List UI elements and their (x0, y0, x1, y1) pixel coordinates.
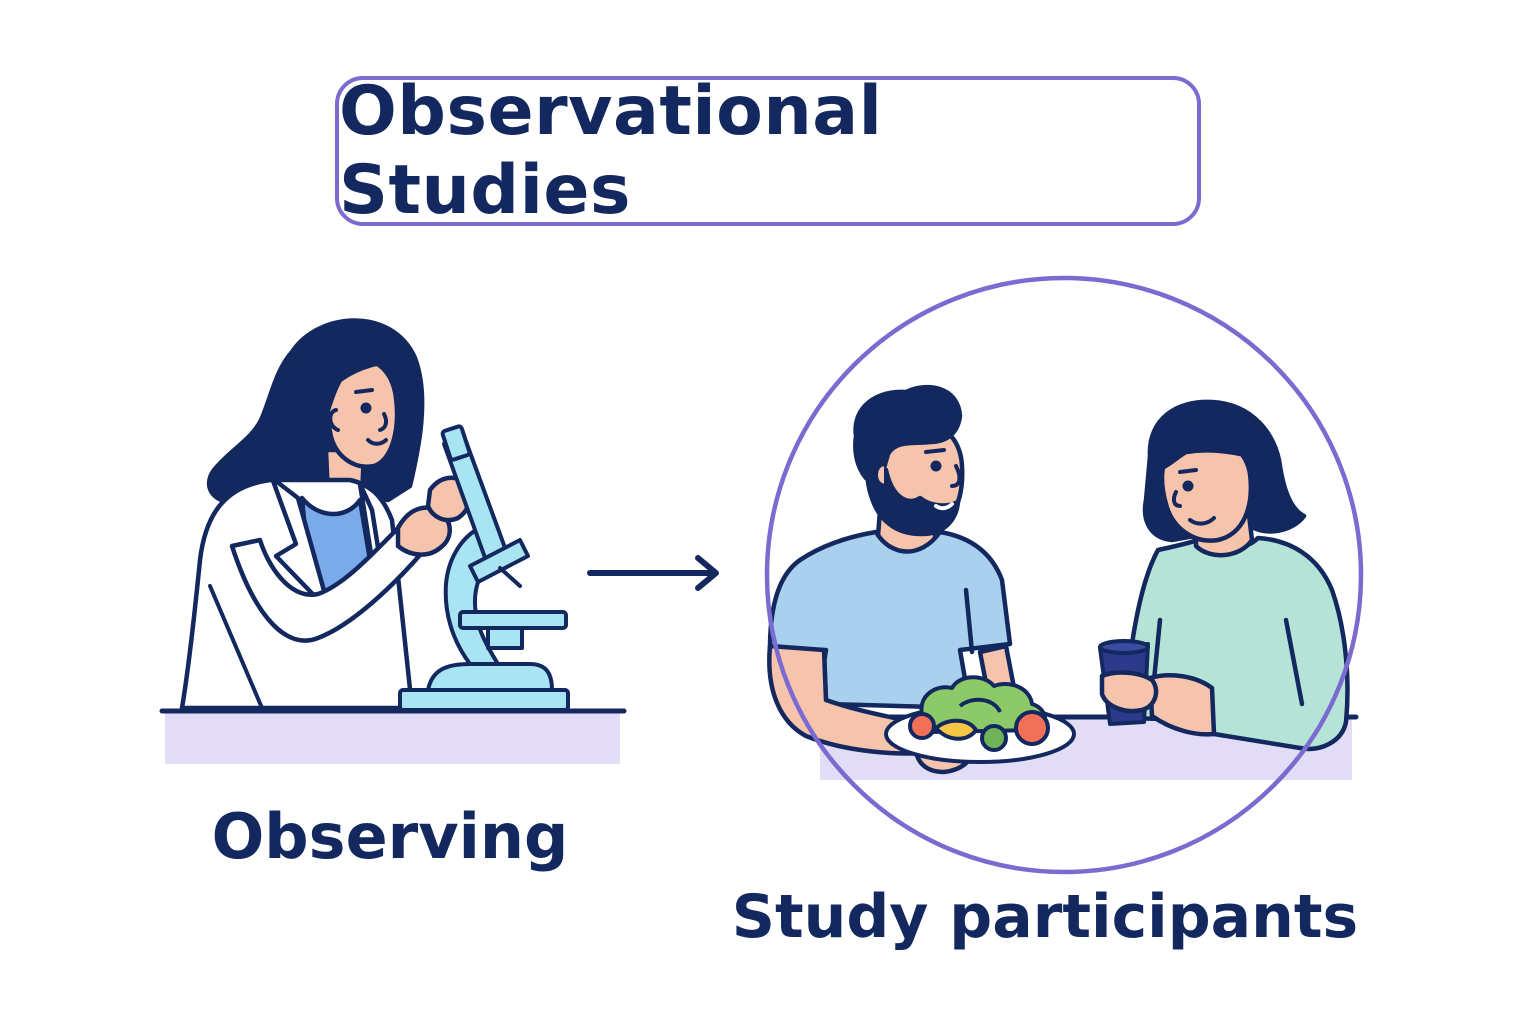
man-mouth (934, 502, 954, 511)
woman-arm (1147, 673, 1217, 737)
microscope-icon (398, 424, 570, 712)
scientist-lapel-left (269, 475, 333, 615)
woman-eyebrow (1178, 468, 1198, 474)
man-ear (873, 461, 887, 489)
microscope-lens (498, 566, 522, 588)
microscope-foot (426, 662, 554, 692)
arrow-right-icon (587, 555, 719, 591)
scientist-eyebrow (354, 388, 374, 394)
microscope-stage-support (486, 626, 524, 650)
scientist-ear (328, 408, 340, 432)
microscope-stage (458, 610, 568, 630)
tomato (1014, 710, 1050, 746)
microscope-eyepiece (440, 424, 472, 462)
label-study-participants: Study participants (731, 882, 1359, 952)
man-hair (853, 384, 963, 485)
page-title: Observational Studies (339, 72, 883, 230)
microscope-base (398, 688, 570, 712)
woman-sleeve-line (1283, 617, 1305, 707)
scientist-bangs (297, 336, 405, 443)
lettuce-dark (958, 697, 1002, 714)
scientist-nose (378, 412, 389, 432)
salad-plate-icon (884, 675, 1076, 764)
man-face-details (924, 448, 962, 511)
scientist-scene (159, 318, 627, 764)
man-eye (930, 460, 942, 472)
woman-mouth (1188, 516, 1216, 526)
woman-face-details (1171, 468, 1216, 526)
woman-figure (1121, 399, 1350, 752)
scientist-coat-seam (208, 584, 264, 710)
tomato-small (908, 712, 936, 740)
participants-scene (767, 384, 1359, 780)
scientist-hand-lower (395, 505, 452, 557)
man-nose (950, 464, 962, 488)
woman-bangs (1155, 412, 1265, 473)
pepper (934, 718, 978, 741)
scientist-face-details (328, 388, 389, 446)
microscope-objective (468, 538, 530, 584)
man-beard (865, 467, 961, 537)
lab-table (165, 712, 620, 764)
man-eyebrow (924, 448, 946, 454)
cucumber (980, 724, 1008, 752)
title-box: Observational Studies (335, 72, 1201, 230)
participants-circle (764, 275, 1364, 875)
scientist-mouth (366, 438, 388, 446)
man-sleeve-line-right (963, 587, 975, 655)
woman-nose (1171, 490, 1182, 508)
scientist-figure (179, 318, 473, 711)
woman-eye (1182, 480, 1194, 492)
woman-hand (1099, 670, 1159, 714)
label-observing: Observing (211, 800, 569, 873)
scientist-eye (360, 402, 372, 414)
